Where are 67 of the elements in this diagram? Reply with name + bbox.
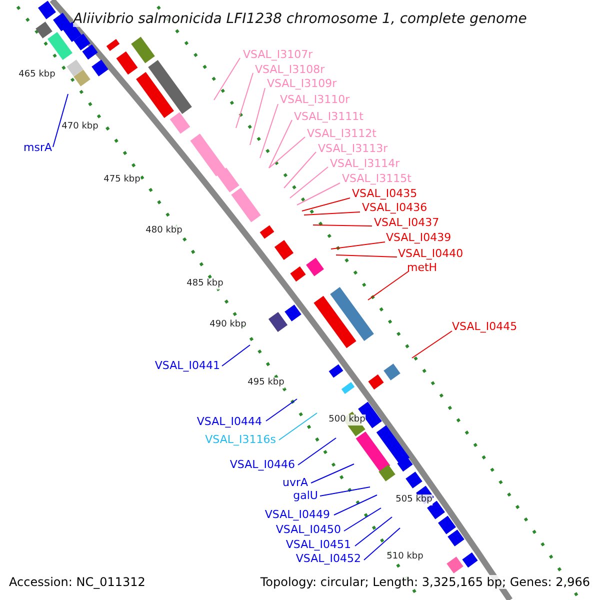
gene-label: VSAL_I0445 (452, 320, 518, 333)
leader-line (214, 58, 240, 100)
leader-line (250, 88, 266, 146)
gene-label: VSAL_I3114r (330, 157, 400, 170)
gene-label: uvrA (282, 476, 308, 489)
gene-label: VSAL_I3115t (342, 172, 412, 185)
leader-line (336, 254, 398, 258)
leader-line (412, 330, 452, 358)
leader-line (278, 412, 318, 440)
gene-label: VSAL_I3109r (267, 77, 337, 90)
scale-label: 465 kbp (18, 70, 56, 80)
footer-text: Topology: circular; Length: 3,325,165 bp; Genes: 2,966 (260, 575, 590, 589)
gene-label: VSAL_I0444 (196, 415, 262, 428)
gene-label: VSAL_I0441 (154, 359, 220, 372)
scale-label: 485 kbp (186, 278, 224, 290)
gene-label: VSAL_I0437 (374, 216, 440, 229)
leader-line (334, 494, 378, 516)
leader-line (320, 486, 370, 496)
leader-line (368, 270, 410, 300)
gene-label: VSAL_I3111t (294, 110, 364, 123)
scale-label: 470 kbp (62, 122, 98, 132)
leader-line (296, 182, 340, 206)
title: Aliivibrio salmonicida LFI1238 chromosome 1, complete genome (73, 11, 527, 27)
gene-label: msrA (24, 141, 52, 154)
gene-label: VSAL_I3116s (205, 433, 276, 446)
gene-label: VSAL_I0435 (352, 187, 418, 200)
gene-label: VSAL_I0451 (286, 538, 351, 551)
gene-label: VSAL_I0452 (296, 552, 361, 565)
leader-line (330, 242, 386, 250)
leader-line (310, 464, 354, 484)
scale-label: 500 kbp (328, 414, 366, 426)
leader-line (284, 152, 316, 188)
gene-label: VSAL_I0446 (230, 458, 295, 471)
leader-line (222, 344, 250, 366)
gene-label: VSAL_I3110r (280, 93, 350, 106)
leader-line (268, 120, 292, 168)
leader-line (290, 166, 328, 198)
footer-text: Accession: NC_011312 (9, 575, 146, 589)
leader-line (364, 528, 400, 560)
gene-label: VSAL_I3112t (307, 127, 376, 140)
scale-label: 480 kbp (146, 226, 182, 236)
gene-label: metH (407, 261, 438, 274)
scale-label: 475 kbp (104, 174, 140, 186)
leader-line (302, 198, 350, 212)
gene-label: VSAL_I3113r (318, 142, 388, 155)
scale-label: 510 kbp (386, 552, 424, 562)
leader-line (236, 72, 254, 128)
leader-line (52, 94, 68, 148)
leader-line (266, 398, 298, 422)
gene-label: VSAL_I0440 (398, 247, 464, 260)
leader-line (312, 224, 372, 226)
scale-label: 495 kbp (248, 378, 284, 388)
gene-label: VSAL_I0449 (264, 508, 330, 521)
leader-line (344, 508, 382, 532)
gene-label: VSAL_I3107r (243, 48, 313, 61)
gene-label: galU (293, 489, 318, 502)
gene-label: VSAL_I3108r (255, 63, 325, 76)
scale-label: 505 kbp (396, 494, 432, 506)
leader-line (260, 104, 278, 158)
gene-label: VSAL_I0436 (362, 201, 428, 214)
leader-line (304, 212, 360, 216)
scale-label: 490 kbp (210, 320, 246, 330)
leader-line (298, 438, 336, 466)
gene-label: VSAL_I0439 (386, 231, 452, 244)
gene-label: VSAL_I0450 (276, 523, 341, 536)
leader-line (268, 136, 306, 168)
leader-line (354, 516, 392, 546)
